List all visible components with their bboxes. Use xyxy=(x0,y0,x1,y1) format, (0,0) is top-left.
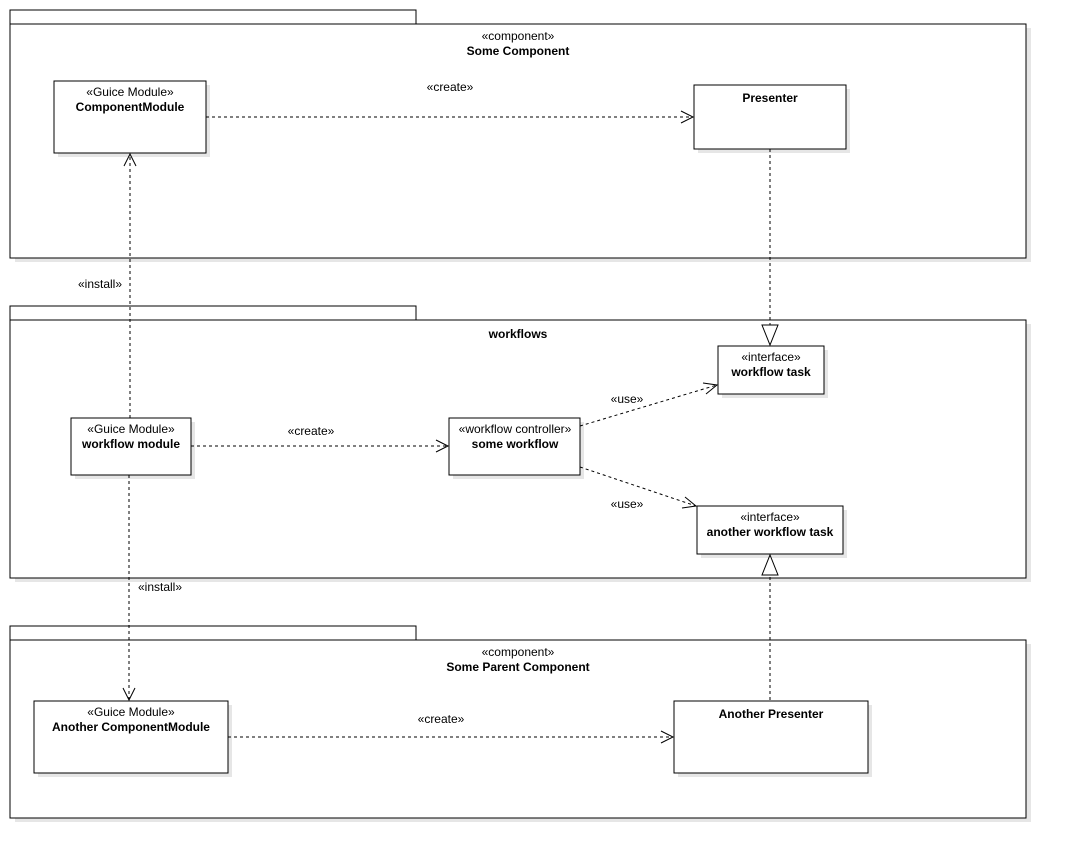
node-stereotype: «Guice Module» xyxy=(86,85,174,99)
node-presenter[interactable]: Presenter xyxy=(693,84,850,153)
arrow-head xyxy=(660,730,675,744)
edge-use-some-workflow-workflow-task[interactable]: «use» xyxy=(579,382,719,427)
edge-label: «create» xyxy=(418,712,465,726)
edge-realize-another-presenter-another-workflow-task[interactable] xyxy=(761,553,779,700)
arrow-head xyxy=(123,152,137,167)
edge-realize-presenter-workflow-task[interactable] xyxy=(761,149,779,347)
realization-triangle xyxy=(761,324,779,347)
node-name: another workflow task xyxy=(707,525,834,539)
node-some-workflow[interactable]: «workflow controller» some workflow xyxy=(448,417,584,479)
edge-create-component-module-presenter[interactable]: «create» xyxy=(206,80,695,124)
node-name: workflow task xyxy=(730,365,811,379)
node-stereotype: «Guice Module» xyxy=(87,705,175,719)
node-another-component-module[interactable]: «Guice Module» Another ComponentModule xyxy=(33,700,232,777)
node-name: Another ComponentModule xyxy=(52,720,210,734)
node-stereotype: «interface» xyxy=(740,510,800,524)
node-name: some workflow xyxy=(472,437,559,451)
node-stereotype: «workflow controller» xyxy=(459,422,572,436)
package-tab xyxy=(9,625,417,641)
node-workflow-task[interactable]: «interface» workflow task xyxy=(717,345,828,398)
arrow-head xyxy=(435,439,450,453)
node-stereotype: «interface» xyxy=(741,350,801,364)
edge-label: «create» xyxy=(288,424,335,438)
edge-label: «use» xyxy=(611,392,644,406)
edge-label: «create» xyxy=(427,80,474,94)
node-name: workflow module xyxy=(81,437,180,451)
edge-label: «install» xyxy=(138,580,182,594)
node-another-workflow-task[interactable]: «interface» another workflow task xyxy=(696,505,847,558)
edge-install-workflow-module-component-module[interactable]: «install» xyxy=(78,152,137,418)
node-name: ComponentModule xyxy=(76,100,185,114)
package-tab xyxy=(9,9,417,25)
arrow-head xyxy=(680,110,695,124)
arrow-head xyxy=(702,382,719,395)
arrow-head xyxy=(122,687,136,702)
node-another-presenter[interactable]: Another Presenter xyxy=(673,700,872,777)
node-name: Another Presenter xyxy=(719,707,824,721)
package-title: Some Parent Component xyxy=(446,660,589,674)
edge-use-some-workflow-another-workflow-task[interactable]: «use» xyxy=(579,466,698,511)
edge-install-workflow-module-another-component-module[interactable]: «install» xyxy=(122,475,182,702)
node-component-module[interactable]: «Guice Module» ComponentModule xyxy=(53,80,210,157)
package-stereotype: «component» xyxy=(482,29,555,43)
edge-create-workflow-module-some-workflow[interactable]: «create» xyxy=(191,424,450,453)
package-tab xyxy=(9,305,417,321)
arrow-head xyxy=(681,496,698,509)
package-title: Some Component xyxy=(467,44,570,58)
edge-create-another-component-module-another-presenter[interactable]: «create» xyxy=(228,712,675,744)
edge-label: «use» xyxy=(611,497,644,511)
realization-triangle xyxy=(761,553,779,576)
node-workflow-module[interactable]: «Guice Module» workflow module xyxy=(70,417,195,479)
edge-label: «install» xyxy=(78,277,122,291)
node-name: Presenter xyxy=(742,91,798,105)
package-title: workflows xyxy=(488,327,548,341)
package-stereotype: «component» xyxy=(482,645,555,659)
node-stereotype: «Guice Module» xyxy=(87,422,175,436)
